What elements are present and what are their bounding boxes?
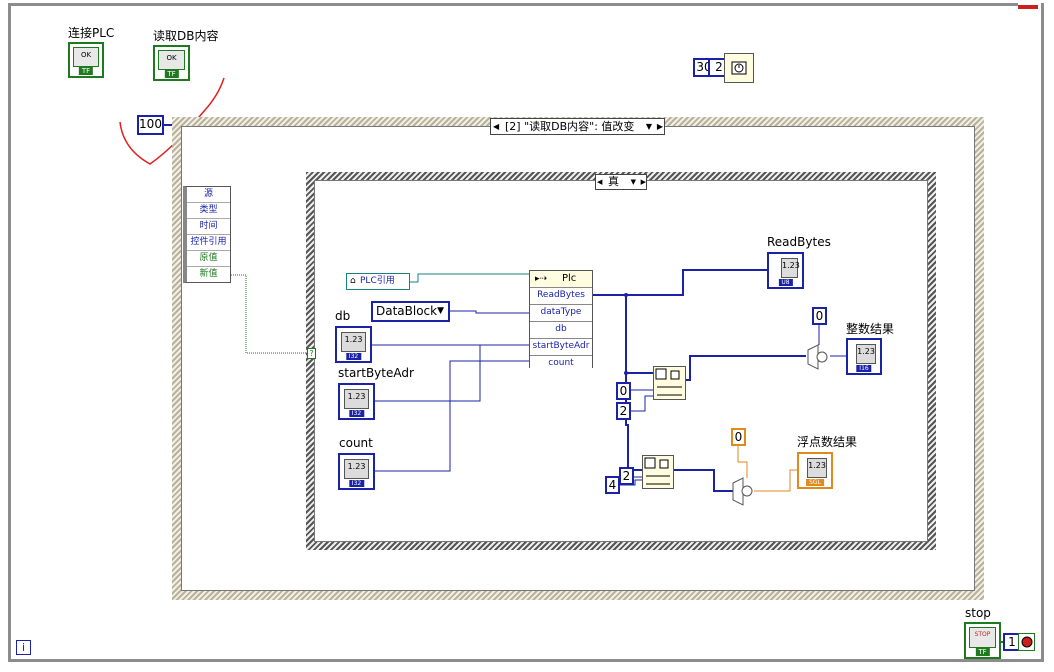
db-face: 1.23 — [341, 332, 366, 352]
typecast-icon-2 — [732, 477, 753, 506]
while-loop — [8, 3, 1044, 662]
read-db-face: OK — [158, 50, 185, 70]
count-tag: I32 — [348, 480, 365, 487]
float-zero-constant[interactable]: 0 — [731, 428, 746, 446]
read-db-tf: TF — [164, 70, 179, 78]
start-byte-label: startByteAdr — [338, 366, 414, 380]
case-prev-arrow[interactable]: ◀ — [597, 178, 603, 186]
count-label: count — [339, 436, 373, 450]
iteration-icon: i — [21, 641, 26, 654]
event-data-type: 类型 — [187, 202, 230, 218]
subset2-index-constant[interactable]: 4 — [605, 476, 620, 494]
plc-ref-text: PLC引用 — [360, 276, 395, 286]
int-result-tag: I16 — [856, 365, 872, 372]
prop-startbyteadr[interactable]: startByteAdr — [530, 338, 592, 355]
case-selector-text: 真 — [608, 175, 619, 188]
event-data-source: 源 — [203, 189, 213, 199]
subset1-index-constant[interactable]: 0 — [616, 382, 631, 400]
float-typecast-function[interactable] — [731, 477, 755, 506]
stop-sign-icon — [1021, 636, 1033, 648]
connect-plc-tf: TF — [78, 67, 94, 75]
float-result-label: 浮点数结果 — [797, 435, 858, 449]
int-result-face: 1.23 — [856, 344, 876, 364]
event-data-oldval: 原值 — [187, 250, 230, 266]
timeout-constant[interactable]: 100 — [137, 115, 164, 135]
event-data-time: 时间 — [187, 218, 230, 234]
arrow-right-icon: ▸⇢ — [535, 274, 548, 284]
float-result-tag: SGL — [806, 479, 824, 486]
property-node-header: ▸⇢ Plc — [530, 271, 592, 287]
read-bytes-face: 1.23 — [781, 258, 800, 278]
prop-datatype[interactable]: dataType — [530, 304, 592, 321]
int-result-label: 整数结果 — [846, 322, 895, 336]
loop-condition-terminal[interactable] — [1018, 633, 1035, 651]
plc-ref-constant[interactable]: ⌂ PLC引用 — [346, 273, 410, 290]
home-icon: ⌂ — [350, 276, 356, 286]
prop-db[interactable]: db — [530, 321, 592, 338]
db-tag: I32 — [345, 353, 362, 360]
array-subset-icon-2 — [644, 457, 670, 485]
datatype-enum-text: DataBlock — [376, 304, 438, 318]
int-zero-constant[interactable]: 0 — [812, 307, 827, 325]
read-bytes-tag: U8 — [778, 279, 793, 286]
read-db-button[interactable]: OK TF — [153, 45, 190, 81]
event-selector[interactable]: ◀ [2] "读取DB内容": 值改变 ▼ ▶ — [490, 118, 665, 135]
read-bytes-label: ReadBytes — [767, 235, 831, 249]
datatype-enum-constant[interactable]: DataBlock ▼ — [371, 301, 450, 322]
typecast-icon — [807, 344, 828, 370]
event-dropdown-icon[interactable]: ▼ — [645, 122, 652, 131]
connect-plc-label: 连接PLC — [68, 26, 115, 40]
event-prev-arrow[interactable]: ◀ — [493, 122, 500, 131]
subset2-length-constant[interactable]: 2 — [619, 467, 634, 485]
start-byte-face: 1.23 — [344, 389, 369, 409]
stop-tf: TF — [975, 648, 990, 656]
prop-readbytes[interactable]: ReadBytes — [530, 287, 592, 304]
prop-count[interactable]: count — [530, 355, 592, 372]
event-selector-text: [2] "读取DB内容": 值改变 — [505, 120, 635, 133]
clock-icon — [731, 61, 747, 75]
start-byte-tag: I32 — [348, 410, 365, 417]
wait-ms-function[interactable] — [724, 53, 754, 83]
float-result-indicator[interactable]: 1.23 SGL — [797, 452, 833, 489]
event-next-arrow[interactable]: ▶ — [656, 122, 663, 131]
property-node[interactable]: ▸⇢ Plc ReadBytes dataType db startByteAd… — [529, 270, 593, 372]
loop-corner-marker — [1018, 5, 1038, 9]
connect-plc-face: OK — [73, 47, 99, 67]
db-label: db — [335, 309, 351, 323]
subset1-length-constant[interactable]: 2 — [616, 402, 631, 420]
count-face: 1.23 — [344, 459, 369, 479]
stop-button[interactable]: STOP TF — [964, 622, 1001, 659]
db-terminal[interactable]: 1.23 I32 — [335, 326, 372, 363]
start-byte-terminal[interactable]: 1.23 I32 — [338, 383, 375, 420]
int-typecast-function[interactable] — [806, 344, 830, 370]
int-result-indicator[interactable]: 1.23 I16 — [846, 338, 882, 375]
while-loop-top-border — [8, 3, 1018, 6]
count-terminal[interactable]: 1.23 I32 — [338, 453, 375, 490]
case-next-arrow[interactable]: ▶ — [640, 178, 646, 186]
stop-face: STOP — [969, 627, 996, 648]
read-db-label: 读取DB内容 — [153, 29, 219, 43]
read-bytes-indicator[interactable]: 1.23 U8 — [767, 252, 804, 289]
stop-label: stop — [965, 606, 991, 620]
event-data-node: 源 类型 时间 控件引用 原值 新值 — [183, 186, 231, 283]
timeout-wire — [164, 124, 175, 126]
event-data-newval: 新值 — [187, 266, 230, 282]
case-dropdown-icon[interactable]: ▼ — [630, 178, 636, 186]
chevron-down-icon[interactable]: ▼ — [437, 306, 444, 316]
stop-value-constant[interactable]: 1 — [1003, 633, 1021, 651]
float-result-face: 1.23 — [807, 458, 827, 478]
iteration-terminal[interactable]: i — [16, 640, 31, 655]
case-selector[interactable]: ◀ 真 ▼ ▶ — [595, 174, 647, 190]
array-subset-1[interactable] — [653, 366, 686, 400]
connect-plc-button[interactable]: OK TF — [68, 42, 104, 78]
event-data-ctlref: 控件引用 — [187, 234, 230, 250]
array-subset-2[interactable] — [642, 455, 674, 489]
property-node-class: Plc — [562, 273, 577, 284]
array-subset-icon — [655, 368, 682, 396]
